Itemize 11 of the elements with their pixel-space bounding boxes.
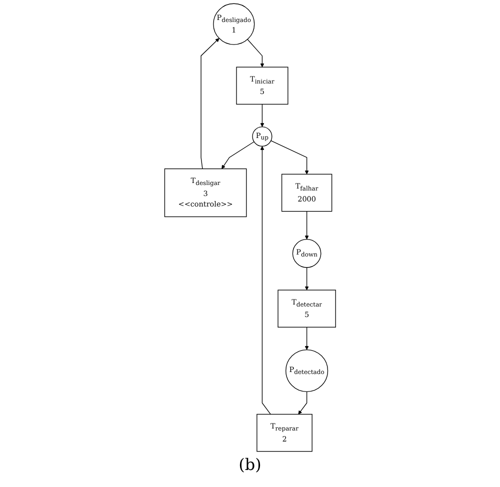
- arrow: [304, 326, 309, 350]
- arrow: [304, 210, 309, 240]
- arrow: [200, 38, 220, 170]
- arrow: [260, 146, 271, 415]
- arrow: [304, 267, 309, 290]
- arrow: [221, 141, 254, 169]
- arrow: [298, 391, 307, 414]
- caption: (b): [238, 455, 262, 474]
- arrow: [247, 39, 264, 68]
- arrow: [270, 140, 309, 174]
- arrow: [260, 104, 264, 127]
